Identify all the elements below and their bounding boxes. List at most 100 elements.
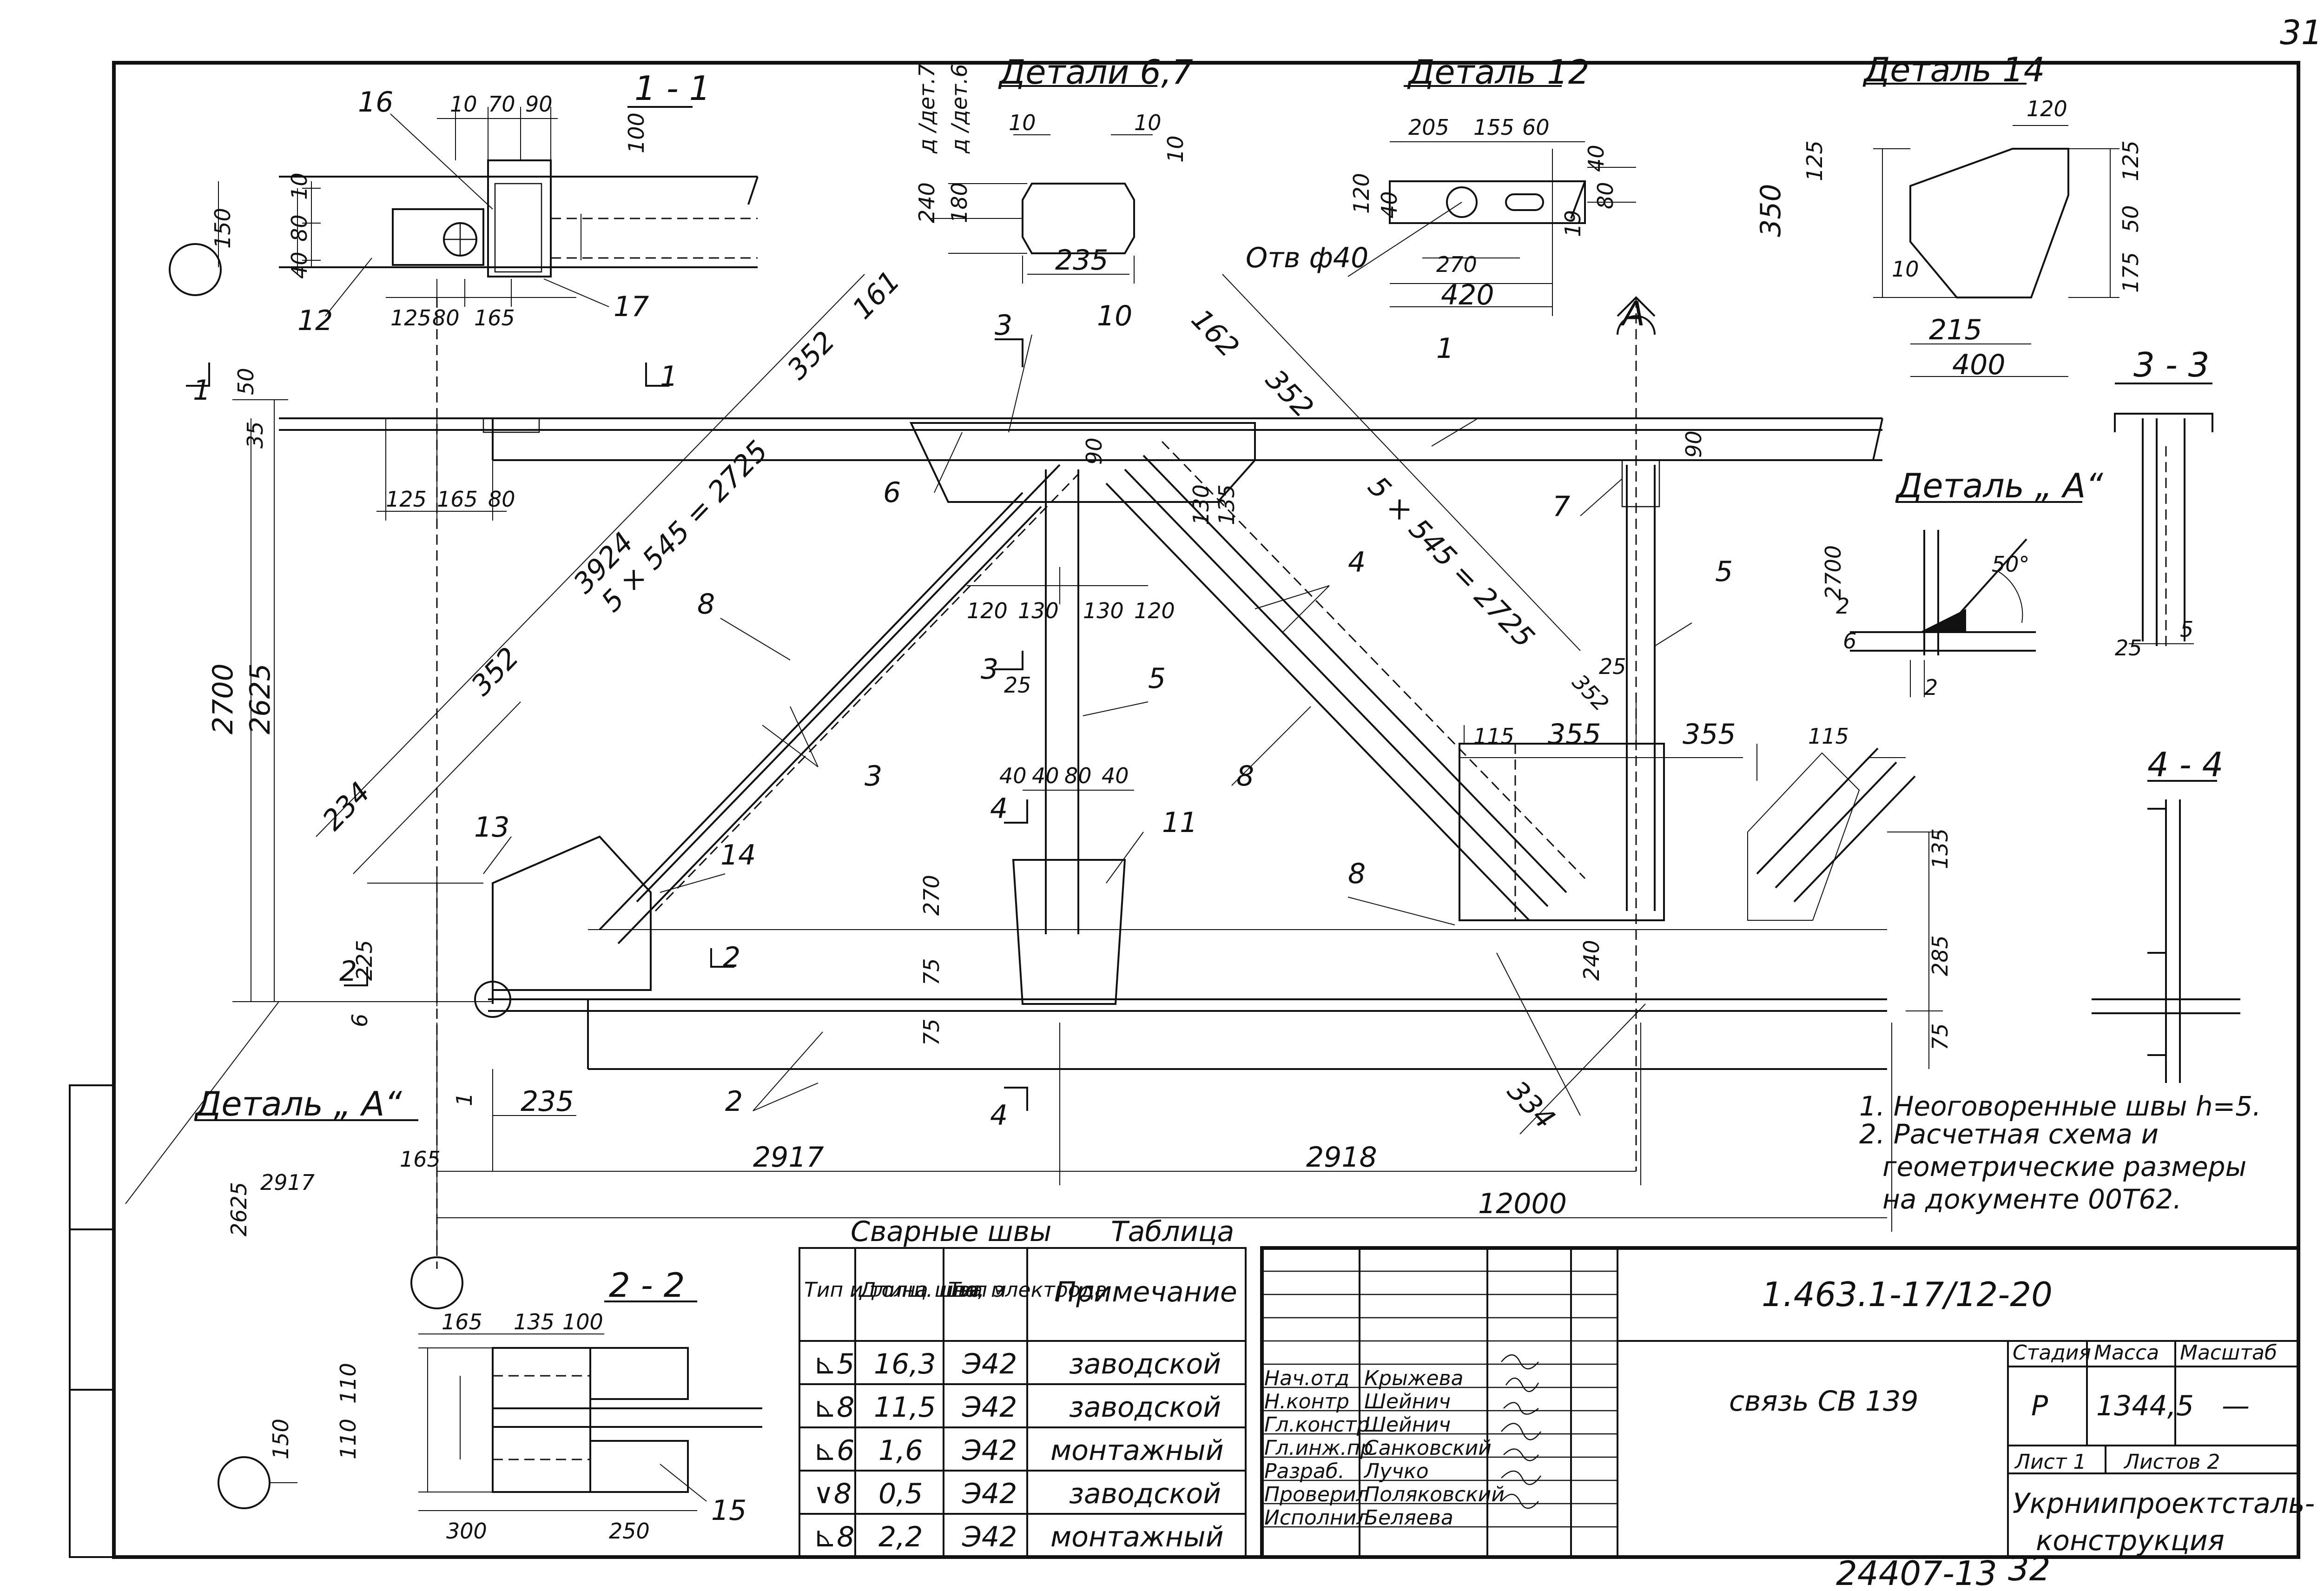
dim-40-f: 40 xyxy=(1102,763,1129,788)
cut-3-bottom: 3 xyxy=(981,653,998,686)
dim-125-b: 125 xyxy=(1802,140,1827,181)
truss-elevation xyxy=(279,417,1916,1070)
weld-header-type: Тип и толщ. шва xyxy=(804,1278,983,1302)
dim-355-a: 355 xyxy=(1548,718,1601,751)
dim-100-a: 100 xyxy=(624,112,649,153)
dim-120-c: 120 xyxy=(967,598,1008,623)
dim-5x545-right: 5 × 545 = 2725 xyxy=(1361,470,1540,654)
weld-header-electrode: Тип электрода xyxy=(948,1278,1107,1302)
dim-300: 300 xyxy=(446,1518,487,1544)
dim-270-b: 270 xyxy=(919,875,944,916)
weld-row-type: ∨8 xyxy=(813,1478,852,1510)
detail-6-7-title: Детали 6,7 xyxy=(998,53,1193,92)
weld-row-type: ⊾6 xyxy=(813,1434,854,1467)
dim-352-b: 352 xyxy=(465,641,525,702)
weld-row-electrode: Э42 xyxy=(962,1478,1017,1510)
dim-80-d: 80 xyxy=(488,487,515,512)
dim-150-a: 150 xyxy=(210,208,235,249)
dim-165-c: 165 xyxy=(400,1147,441,1172)
dim-25-a: 25 xyxy=(2115,635,2142,660)
dim-135-c: 135 xyxy=(514,1309,555,1334)
detail-12-view xyxy=(1347,85,1636,316)
dim-120-d: 120 xyxy=(1134,598,1175,623)
dim-75-b: 75 xyxy=(919,1018,944,1046)
hole-label: Отв ф40 xyxy=(1246,242,1368,274)
dim-90-b: 90 xyxy=(1082,437,1107,465)
weld-row-note: заводской xyxy=(1069,1391,1221,1424)
page-number: 31 xyxy=(2280,13,2323,52)
weld-row-type: ⊾8 xyxy=(813,1521,854,1553)
section-3-3-label: 3 - 3 xyxy=(2133,345,2209,384)
dim-235-b: 235 xyxy=(521,1085,574,1118)
dim-25-b: 25 xyxy=(1004,673,1031,698)
dim-2917-a: 2917 xyxy=(753,1141,824,1174)
dim-120-a: 120 xyxy=(1349,173,1374,214)
detail-12-title: Деталь 12 xyxy=(1407,53,1590,92)
role-label: Н.контр xyxy=(1264,1390,1349,1413)
dim-5-a: 5 xyxy=(2180,617,2193,642)
dim-80-a: 80 xyxy=(287,214,312,242)
position-8-c: 8 xyxy=(1348,858,1366,890)
dim-165-a: 165 xyxy=(474,305,515,330)
dim-90-c: 90 xyxy=(1681,430,1706,458)
dim-115-a: 115 xyxy=(1473,724,1514,749)
dim-6-a: 6 xyxy=(1843,628,1856,654)
dim-240-a: 240 xyxy=(914,182,939,223)
detail-6-7-view xyxy=(930,85,1157,284)
cut-1-right: 1 xyxy=(660,360,678,393)
cut-4-top: 4 xyxy=(990,792,1008,825)
weld-row-length: 16,3 xyxy=(874,1348,936,1380)
section-1-1-view xyxy=(169,106,759,317)
dim-2-a: 2 xyxy=(1924,675,1938,700)
weld-row-type: ⊾8 xyxy=(813,1391,854,1424)
dim-80-e: 80 xyxy=(1064,763,1092,788)
stage-label: Стадия xyxy=(2013,1341,2091,1365)
dim-165-d: 165 xyxy=(442,1309,482,1334)
dim-10-d: 10 xyxy=(1134,110,1162,135)
detail-a-title: Деталь „ А“ xyxy=(1895,466,2103,505)
position-11: 11 xyxy=(1162,806,1197,839)
dim-155-a: 155 xyxy=(1473,115,1514,140)
dim-135-b: 135 xyxy=(1928,828,1953,869)
dim-100-b: 100 xyxy=(562,1309,603,1334)
role-label: Гл.инж.пр xyxy=(1264,1436,1373,1460)
item-name: связь СВ 139 xyxy=(1729,1385,1918,1418)
dim-75-c: 75 xyxy=(1928,1023,1953,1050)
dim-225-a: 225 xyxy=(352,940,377,981)
position-15: 15 xyxy=(711,1494,746,1527)
detail-a-marker: А xyxy=(1620,294,1645,333)
position-4: 4 xyxy=(1348,546,1366,579)
detail-6-side-label: д /дет.6 xyxy=(947,64,972,154)
cut-2-left: 2 xyxy=(339,955,357,988)
weld-row-note: монтажный xyxy=(1050,1434,1224,1467)
dim-10-e: 10 xyxy=(1163,135,1188,163)
dim-125-c2: 125 xyxy=(386,487,427,512)
weld-row-note: монтажный xyxy=(1050,1521,1224,1553)
role-label: Проверил xyxy=(1264,1483,1369,1506)
dim-240-b: 240 xyxy=(1579,940,1604,981)
approval-rows: Нач.отд Крыжева Н.контр Шейнич Гл.констр… xyxy=(1264,1367,1505,1530)
dim-130-c: 130 xyxy=(1188,484,1214,525)
dim-2700-b: 2700 xyxy=(1821,545,1846,600)
dim-75-a: 75 xyxy=(919,958,944,985)
dim-135-a: 135 xyxy=(1214,484,1239,525)
dim-12000: 12000 xyxy=(1478,1188,1567,1220)
dim-355-b: 355 xyxy=(1683,718,1736,751)
dim-285-a: 285 xyxy=(1928,935,1953,976)
document-code: 1.463.1-17/12-20 xyxy=(1762,1275,2053,1314)
dim-110-b: 110 xyxy=(336,1419,361,1459)
position-1: 1 xyxy=(1436,332,1454,365)
dim-5x545-left: 5 × 545 = 2725 xyxy=(595,435,774,619)
position-13: 13 xyxy=(474,811,509,844)
organization-line-2: конструкция xyxy=(2036,1525,2225,1557)
cut-4-bottom: 4 xyxy=(990,1099,1008,1132)
stage-value: Р xyxy=(2031,1390,2048,1422)
person-name: Поляковский xyxy=(1364,1483,1505,1506)
weld-row-electrode: Э42 xyxy=(962,1391,1017,1424)
dim-205-a: 205 xyxy=(1408,115,1449,140)
binding-strip xyxy=(69,1084,115,1558)
dim-10-c: 10 xyxy=(1009,110,1036,135)
person-name: Крыжева xyxy=(1364,1367,1464,1390)
position-3: 3 xyxy=(865,760,882,792)
dim-19-a: 19 xyxy=(1560,210,1585,237)
